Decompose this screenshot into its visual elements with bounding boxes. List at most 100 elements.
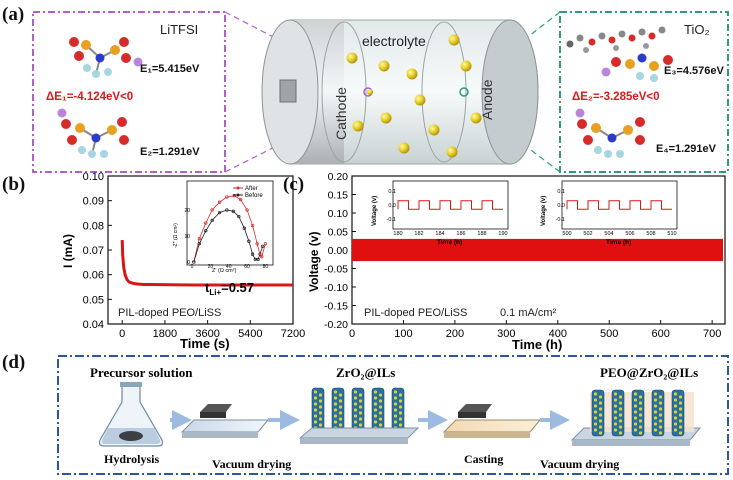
chart-c-inset-xtick: 500 [562,231,571,237]
peo-zro2-ils-pillars [591,389,685,437]
panel-label-b: (b) [2,174,26,195]
chart-b-inset-point [197,236,201,241]
chart-b-inset-point [260,255,264,259]
substrate-plate-2 [298,427,420,444]
chart-b-inset-point [238,197,243,202]
chart-b-inset-xtick: 0 [191,264,194,270]
chart-c-xtick-label: 100 [394,328,412,340]
chart-b-inset-point [258,252,262,256]
chart-c-xtick-label: 400 [549,328,567,340]
chart-c-inset-ytick: -0.1 [556,217,565,223]
chart-b-inset-point [197,242,201,246]
chart-b-xtick-label: 3600 [195,328,219,340]
hydrolysis-label: Hydrolysis [104,452,159,466]
chart-c-inset-xtick: 190 [498,231,507,237]
chart-c-inset-xtick: 510 [667,231,676,237]
chart-c-ytick-label: 0.05 [328,227,349,239]
chart-b-inset-legend-after: After [245,186,258,192]
zro2-ils-label: ZrO₂@ILs [336,365,395,380]
chart-c-xtick-label: 600 [652,328,670,340]
chart-b-inset-point [263,242,268,246]
chart-c-ytick-label: -0.15 [324,301,348,313]
chart-b-inset-ytick: 10 [184,234,190,240]
chart-b-caption: PIL-doped PEO/LiSS [118,307,221,319]
chart-b-inset-series-after [193,195,266,263]
chart-c-xtick-label: 300 [497,328,515,340]
chart-c-inset-ytick: -0.1 [387,217,396,223]
chart-c-current: 0.1 mA/cm² [500,307,557,319]
panel-label-d: (d) [2,352,26,373]
anode-label: Anode [479,79,495,120]
panel-c: -0.20-0.15-0.10-0.050.000.050.100.150.20… [307,171,726,352]
chart-c-caption: PIL-doped PEO/LiSS [364,307,467,319]
chart-b-xlabel: Time (s) [180,336,230,351]
chart-c-inset-xtick: 180 [393,231,402,237]
chart-b-inset-ylabel: -Z'' (Ω cm²) [173,223,179,248]
chart-b-inset-point [261,244,265,249]
chart-c-inset-2-ylabel: Voltage (v) [541,196,547,226]
chart-c-xtick-label: 0 [349,328,355,340]
chart-c-xtick-label: 200 [446,328,464,340]
chart-b-ylabel: I (mA) [61,234,75,268]
chart-b-ytick-label: 0.10 [83,171,104,183]
chart-c-inset-series [566,200,672,210]
chart-b-xtick-label: 7200 [281,328,305,340]
chart-b-inset-point [225,208,229,212]
litfsi-delta-e1: ΔE₁=-4.124eV<0 [46,91,133,103]
vacuum-drying-1-label: Vacuum drying [212,457,291,471]
chart-b-y-axis: 0.040.050.060.070.080.090.10 [83,171,112,331]
chart-b-ytick-label: 0.06 [83,270,104,282]
panel-d: Precursor solution Hydrolysis Vacuum dry… [57,355,729,475]
tio2-e3: E₃=4.576eV [664,65,724,77]
chart-c-inset-xtick: 502 [583,231,592,237]
vacuum-drying-2-label: Vacuum drying [540,457,619,471]
chart-b-series-current [120,240,293,287]
litfsi-molecule-top [69,37,143,78]
litfsi-box [32,11,226,173]
chart-b-inset-point [250,223,255,228]
chart-c-inset-2-xlabel: Time (h) [606,239,631,246]
chart-b-ytick-label: 0.08 [83,220,104,232]
chart-b-inset-xtick: 40 [226,264,232,270]
chart-c-ytick-label: 0.15 [328,190,349,202]
chart-c-inset-1-xlabel: Time (h) [437,239,462,246]
chart-b-inset-xtick: 60 [244,264,250,270]
chart-b-inset-point [231,209,235,213]
tio2-delta-e2: ΔE₂=-3.285eV<0 [572,91,660,103]
chart-b-inset-ytick: 0 [187,260,190,266]
panel-label-a: (a) [2,4,25,25]
chart-b-ytick-label: 0.07 [83,245,104,257]
chart-b-inset-legend-before: Before [245,193,263,199]
chart-b-inset-point [242,226,246,230]
chart-c-inset-xtick: 184 [435,231,444,237]
chart-c-ylabel: Voltage (v) [307,232,321,292]
litfsi-molecule-bottom [57,108,129,158]
tio2-e4: E₄=1.291eV [656,143,717,155]
precursor-label: Precursor solution [90,365,193,380]
chart-b-inset-xlabel: Z' (Ω cm²) [212,268,237,274]
tio2-box [559,11,729,173]
chart-c-inset-xtick: 504 [604,231,613,237]
chart-b-inset-point [232,194,236,198]
panel-a: LiTFSI E₁=5.415eV ΔE₁=-4.124eV<0 E₂=1.29… [32,11,729,173]
chart-b-inset-point [237,214,241,219]
chart-b-inset-point [204,229,208,233]
chart-b-inset-ytick: 20 [184,208,190,214]
chart-c-ytick-label: 0.20 [328,171,349,183]
chart-b-inset-point [217,210,222,215]
chart-c-ytick-label: 0.10 [328,208,349,220]
chart-b-inset-point [255,242,259,246]
chart-c-xtick-label: 500 [600,328,618,340]
chart-b-ytick-label: 0.05 [83,294,104,306]
chart-c-inset-xtick: 508 [646,231,655,237]
chart-c-inset-ytick: 0.1 [388,189,396,195]
chart-b-inset-xtick: 20 [208,264,214,270]
chart-c-inset-series [397,200,503,210]
chart-b-inset-series-before [193,209,264,263]
